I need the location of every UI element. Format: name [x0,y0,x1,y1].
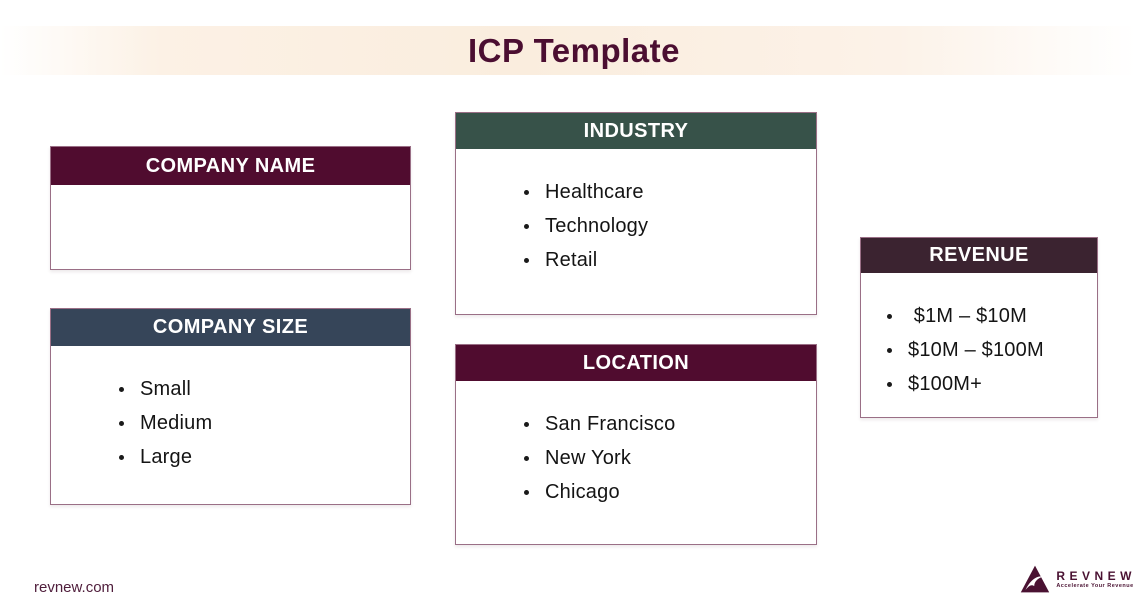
box-company-name: COMPANY NAME [50,146,411,270]
box-header-label: COMPANY NAME [145,154,316,177]
list-item-label: Healthcare [545,180,644,203]
bullet-icon [524,257,529,263]
box-header-industry: INDUSTRY [456,113,816,149]
bullet-icon [887,313,892,319]
list-item-label: Technology [545,214,649,237]
list-item-label: New York [545,446,632,469]
revnew-logo: REVNEW Accelerate Your Revenue [1019,564,1136,594]
bullet-icon [524,455,529,461]
bullet-icon [119,420,124,426]
list-item: $10M – $100M [887,333,1097,367]
logo-triangle-icon [1021,565,1050,593]
revenue-list: $1M – $10M $10M – $100M $100M+ [861,273,1097,401]
box-company-size: COMPANY SIZE Small Medium Large [50,308,411,505]
box-header-location: LOCATION [456,345,816,381]
bullet-icon [524,421,529,427]
bullet-icon [119,454,124,460]
list-item-label: $100M+ [908,372,983,395]
box-industry: INDUSTRY Healthcare Technology Retail [455,112,817,315]
list-item: San Francisco [524,407,816,441]
bullet-icon [524,223,529,229]
list-item: New York [524,441,816,475]
box-header-label: LOCATION [582,351,690,374]
list-item: Technology [524,209,816,243]
list-item-label: Retail [545,248,598,271]
box-header-company-name: COMPANY NAME [51,147,410,185]
list-item-label: Medium [140,411,213,434]
bullet-icon [887,347,892,353]
box-header-label: INDUSTRY [583,119,689,142]
title-band [0,26,1148,75]
footer-url: revnew.com [34,579,115,596]
list-item: $1M – $10M [887,299,1097,333]
list-item-label: Small [140,377,192,400]
page-title: ICP Template [467,32,680,69]
list-item-label: $10M – $100M [908,338,1044,361]
location-list: San Francisco New York Chicago [456,381,816,509]
box-header-label: REVENUE [929,244,1029,266]
logo-name: REVNEW [1056,569,1136,583]
bullet-icon [524,189,529,195]
list-item-label: San Francisco [545,412,676,435]
list-item: Chicago [524,475,816,509]
list-item-label: Large [140,445,193,468]
company-size-list: Small Medium Large [51,346,410,474]
box-header-company-size: COMPANY SIZE [51,309,410,346]
box-header-label: COMPANY SIZE [152,316,309,338]
list-item-label: $1M – $10M [908,304,1027,327]
logo-text: REVNEW Accelerate Your Revenue [1056,569,1136,589]
list-item: Small [119,372,410,406]
list-item: Healthcare [524,175,816,209]
box-revenue: REVENUE $1M – $10M $10M – $100M $100M+ [860,237,1098,418]
list-item: Medium [119,406,410,440]
bullet-icon [119,386,124,392]
box-header-revenue: REVENUE [861,238,1097,273]
bullet-icon [887,381,892,387]
bullet-icon [524,489,529,495]
list-item: Retail [524,243,816,277]
box-location: LOCATION San Francisco New York Chicago [455,344,817,545]
list-item-label: Chicago [545,480,620,503]
list-item: Large [119,440,410,474]
logo-tagline: Accelerate Your Revenue [1056,583,1134,589]
industry-list: Healthcare Technology Retail [456,149,816,277]
list-item: $100M+ [887,367,1097,401]
